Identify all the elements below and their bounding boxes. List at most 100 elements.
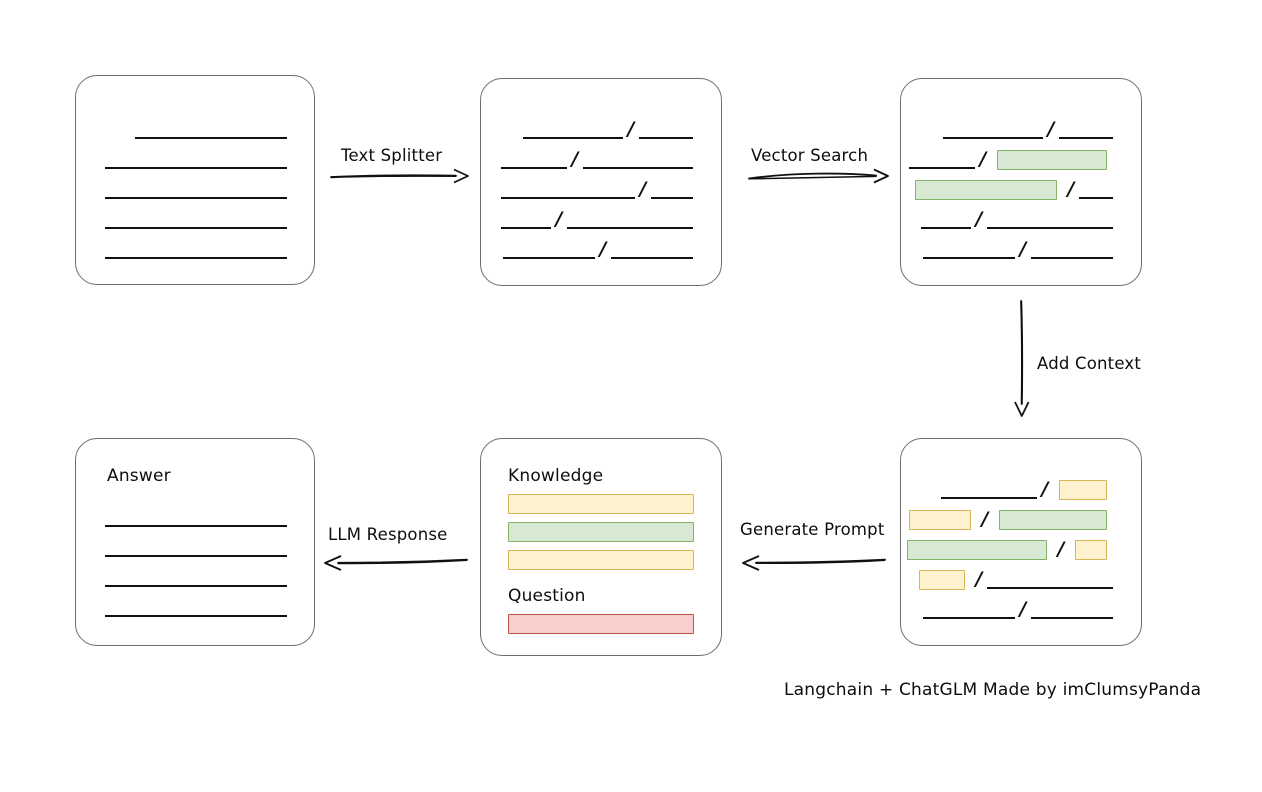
connector-text-splitter-label: Text Splitter [341, 146, 443, 165]
text-rule [943, 121, 1043, 139]
chunk-separator-glyph: / [627, 118, 635, 140]
document-line [76, 151, 314, 169]
text-rule [1079, 181, 1113, 199]
text-rule [105, 241, 287, 259]
chunk-separator-glyph: / [1057, 538, 1065, 560]
node-split-chunks[interactable]: / / / / / [480, 78, 722, 286]
highlight-chip-green [999, 510, 1107, 530]
document-line: / [901, 478, 1141, 500]
connector-text-splitter [330, 160, 470, 186]
document-line [76, 241, 314, 259]
prompt-bar-red [508, 614, 694, 634]
text-rule [611, 241, 693, 259]
text-rule [501, 151, 567, 169]
highlight-chip-yellow [1059, 480, 1107, 500]
highlight-chip-green [915, 180, 1057, 200]
footer-credit: Langchain + ChatGLM Made by imClumsyPand… [784, 680, 1202, 700]
prompt-knowledge-heading: Knowledge [508, 466, 604, 486]
text-rule [1031, 241, 1113, 259]
chunk-separator-glyph: / [1047, 118, 1055, 140]
text-rule [105, 539, 287, 557]
text-rule [105, 599, 287, 617]
document-line: / [901, 178, 1141, 200]
chunk-separator-glyph: / [1041, 478, 1049, 500]
text-rule [105, 509, 287, 527]
chunk-separator-glyph: / [639, 178, 647, 200]
chunk-separator-glyph: / [599, 238, 607, 260]
prompt-bar-yellow [508, 550, 694, 570]
chunk-separator-glyph: / [975, 208, 983, 230]
text-rule [567, 211, 693, 229]
answer-heading: Answer [107, 466, 171, 486]
highlight-chip-yellow [1075, 540, 1107, 560]
prompt-question-heading: Question [508, 586, 586, 606]
document-line: / [481, 118, 721, 140]
document-line: / [901, 148, 1141, 170]
connector-add-context [1010, 300, 1036, 418]
source-document-lines [76, 76, 314, 284]
text-rule [105, 151, 287, 169]
chunk-separator-glyph: / [555, 208, 563, 230]
text-rule [501, 181, 635, 199]
text-rule [501, 211, 551, 229]
prompt-bar-yellow [508, 494, 694, 514]
node-matched-chunks[interactable]: / / / / / [900, 78, 1142, 286]
document-line: / [901, 208, 1141, 230]
text-rule [651, 181, 693, 199]
document-line: / [901, 568, 1141, 590]
document-line [76, 121, 314, 139]
document-line: / [481, 150, 721, 169]
chunk-separator-glyph: / [1067, 178, 1075, 200]
chunk-separator-glyph: / [975, 568, 983, 590]
prompt-knowledge-bars [481, 439, 721, 655]
text-rule [583, 151, 693, 169]
chunk-separator-glyph: / [979, 148, 987, 170]
document-line [76, 569, 314, 587]
node-answer[interactable]: Answer [75, 438, 315, 646]
node-context-chunks[interactable]: / / / / / [900, 438, 1142, 646]
document-line: / [481, 208, 721, 230]
document-line [76, 539, 314, 557]
matched-chunks-lines: / / / / / [901, 79, 1141, 285]
document-line: / [481, 238, 721, 260]
text-rule [923, 601, 1015, 619]
answer-lines [76, 439, 314, 645]
document-line: / [901, 508, 1141, 530]
highlight-chip-green [907, 540, 1047, 560]
document-line [76, 599, 314, 617]
text-rule [921, 211, 971, 229]
document-line: / [481, 178, 721, 200]
prompt-bar-green [508, 522, 694, 542]
document-line: / [901, 538, 1141, 560]
connector-vector-search-label: Vector Search [751, 146, 869, 165]
connector-generate-prompt-label: Generate Prompt [740, 520, 885, 539]
node-source-document[interactable] [75, 75, 315, 285]
node-prompt[interactable]: Knowledge Question [480, 438, 722, 656]
text-rule [503, 241, 595, 259]
text-rule [639, 121, 693, 139]
text-rule [105, 211, 287, 229]
text-rule [523, 121, 623, 139]
connector-vector-search [748, 160, 890, 186]
chunk-separator-glyph: / [981, 508, 989, 530]
prompt-question-bars [481, 439, 721, 655]
document-line: / [901, 600, 1141, 619]
connector-llm-response [322, 548, 468, 574]
highlight-chip-yellow [909, 510, 971, 530]
text-rule [105, 181, 287, 199]
document-line: / [901, 118, 1141, 140]
text-rule [1059, 121, 1113, 139]
chunk-separator-glyph: / [1019, 238, 1027, 260]
text-rule [105, 569, 287, 587]
split-chunks-lines: / / / / / [481, 79, 721, 285]
text-rule [987, 571, 1113, 589]
text-rule [1031, 601, 1113, 619]
text-rule [923, 241, 1015, 259]
text-rule [941, 481, 1037, 499]
connector-generate-prompt [740, 548, 886, 574]
text-rule [909, 151, 975, 169]
connector-llm-response-label: LLM Response [328, 525, 448, 544]
highlight-chip-yellow [919, 570, 965, 590]
highlight-chip-green [997, 150, 1107, 170]
document-line [76, 181, 314, 199]
